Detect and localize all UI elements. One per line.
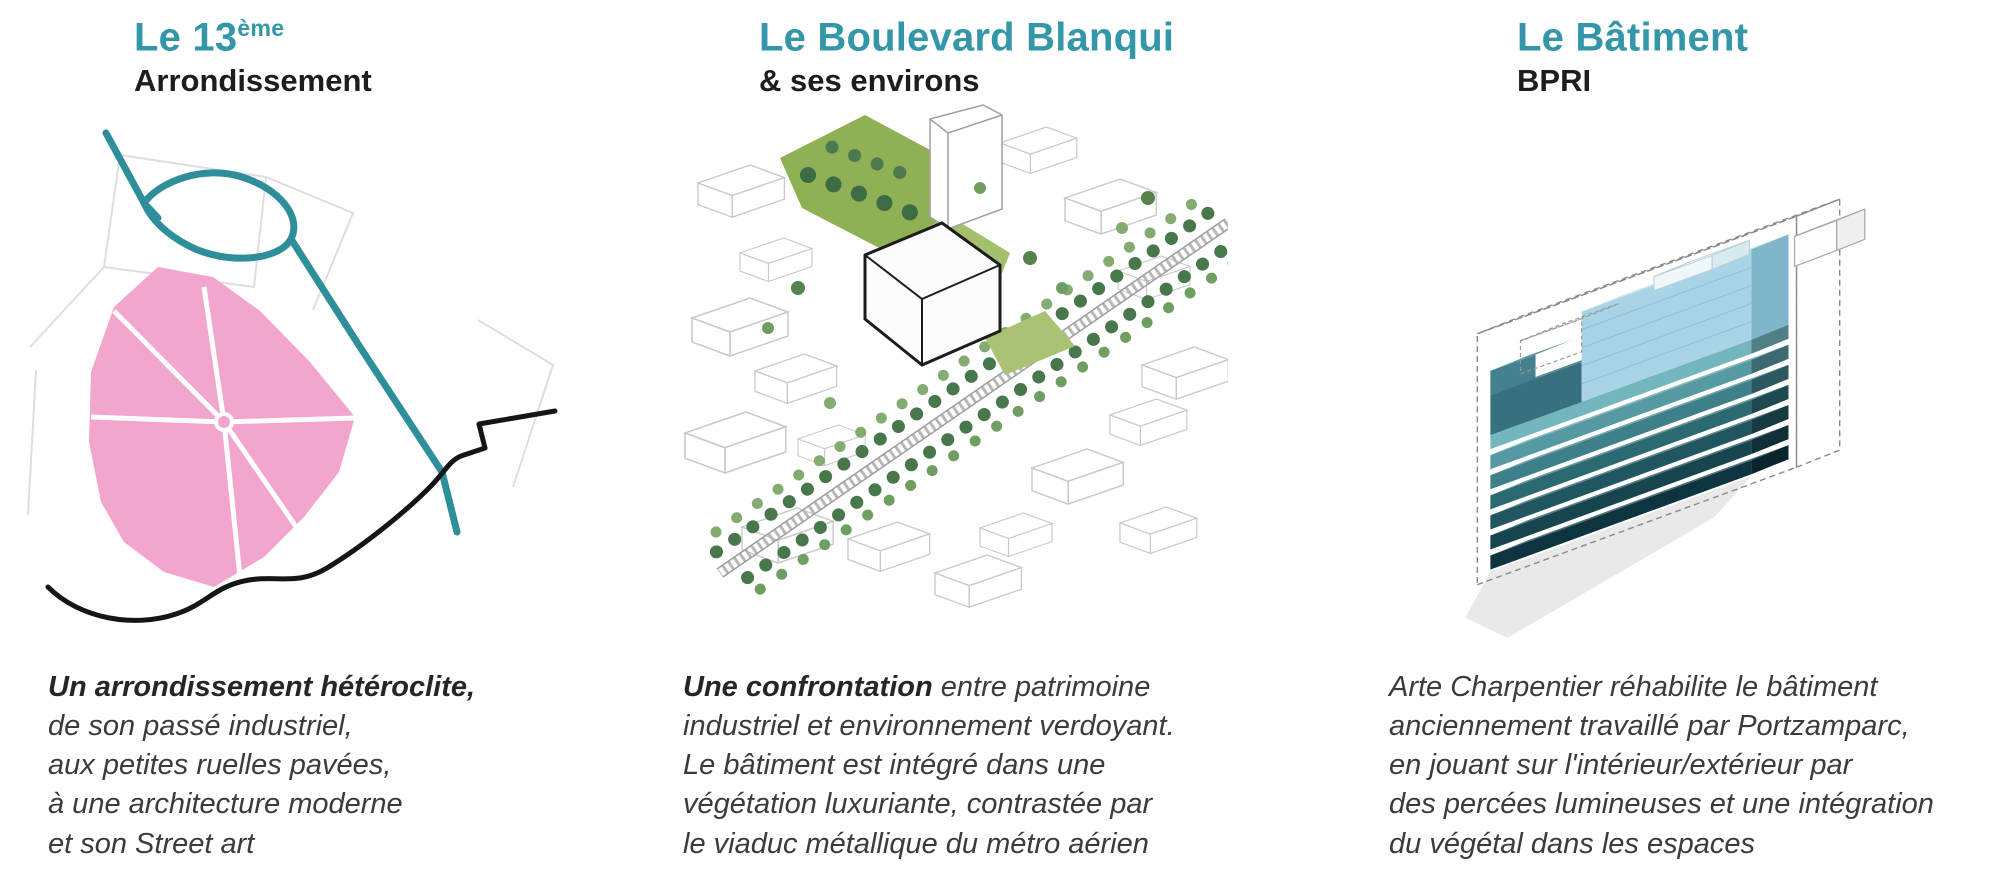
column-header: Le Bâtiment BPRI xyxy=(1517,16,1748,99)
white-annex-box xyxy=(1793,208,1866,268)
column-header: Le 13ème Arrondissement xyxy=(134,16,372,99)
waterway-route xyxy=(102,129,461,536)
dashed-phantom-box xyxy=(1519,303,1620,375)
column-subtitle: & ses environs xyxy=(759,63,980,99)
highlighted-building-outline xyxy=(863,221,1002,367)
district-pink-area xyxy=(89,267,356,587)
caption: Une confrontation entre patrimoine indus… xyxy=(683,668,1175,864)
column-title: Le Boulevard Blanqui xyxy=(759,16,1174,58)
column-subtitle: Arrondissement xyxy=(134,63,372,99)
map-of-13th-arrondissement xyxy=(27,129,558,623)
boulevard-blanqui-axonometric xyxy=(684,104,1254,609)
caption: Un arrondissement hétéroclite, de son pa… xyxy=(48,668,475,864)
title-text: Le Boulevard Blanqui xyxy=(759,15,1175,60)
building-illustration xyxy=(1395,168,1920,655)
column-boulevard: Le Boulevard Blanqui & ses environs xyxy=(645,0,1325,880)
faint-street-network xyxy=(27,153,555,516)
caption-lead: Un arrondissement hétéroclite, xyxy=(48,671,476,703)
rooftop-box xyxy=(1653,239,1750,292)
title-superscript: ème xyxy=(237,15,285,41)
column-subtitle: BPRI xyxy=(1517,63,1592,99)
caption: Arte Charpentier réhabilite le bâtiment … xyxy=(1389,668,1934,864)
map-illustration xyxy=(8,115,593,640)
scattered-trees xyxy=(762,182,1155,409)
boulevard-tree-rows xyxy=(694,187,1254,609)
column-header: Le Boulevard Blanqui & ses environs xyxy=(759,16,1174,99)
place-d-italie-roundabout xyxy=(214,412,234,432)
boulevard-illustration xyxy=(680,103,1254,643)
floor-lines xyxy=(1581,266,1752,385)
white-tower-block xyxy=(929,104,1003,230)
column-batiment: Le Bâtiment BPRI xyxy=(1325,0,2000,880)
column-title: Le 13ème xyxy=(134,15,372,60)
caption-lead: Une confrontation xyxy=(683,671,933,703)
caption-body: Arte Charpentier réhabilite le bâtiment … xyxy=(1389,671,1934,860)
title-text: Le 13 xyxy=(134,15,238,60)
caption-body: de son passé industriel, aux petites rue… xyxy=(48,710,403,860)
ground-shadow xyxy=(1465,476,1752,638)
bpri-building-axonometric xyxy=(1465,198,1866,638)
green-wedge xyxy=(985,311,1075,375)
dashed-envelope xyxy=(1476,198,1841,586)
column-title: Le Bâtiment xyxy=(1517,16,1748,58)
boundary-line xyxy=(45,408,558,623)
caption-body: entre patrimoine industriel et environne… xyxy=(683,671,1175,860)
title-text: Le Bâtiment xyxy=(1517,15,1749,60)
metro-viaduct-line xyxy=(716,218,1232,578)
column-arrondissement: Le 13ème Arrondissement xyxy=(0,0,645,880)
